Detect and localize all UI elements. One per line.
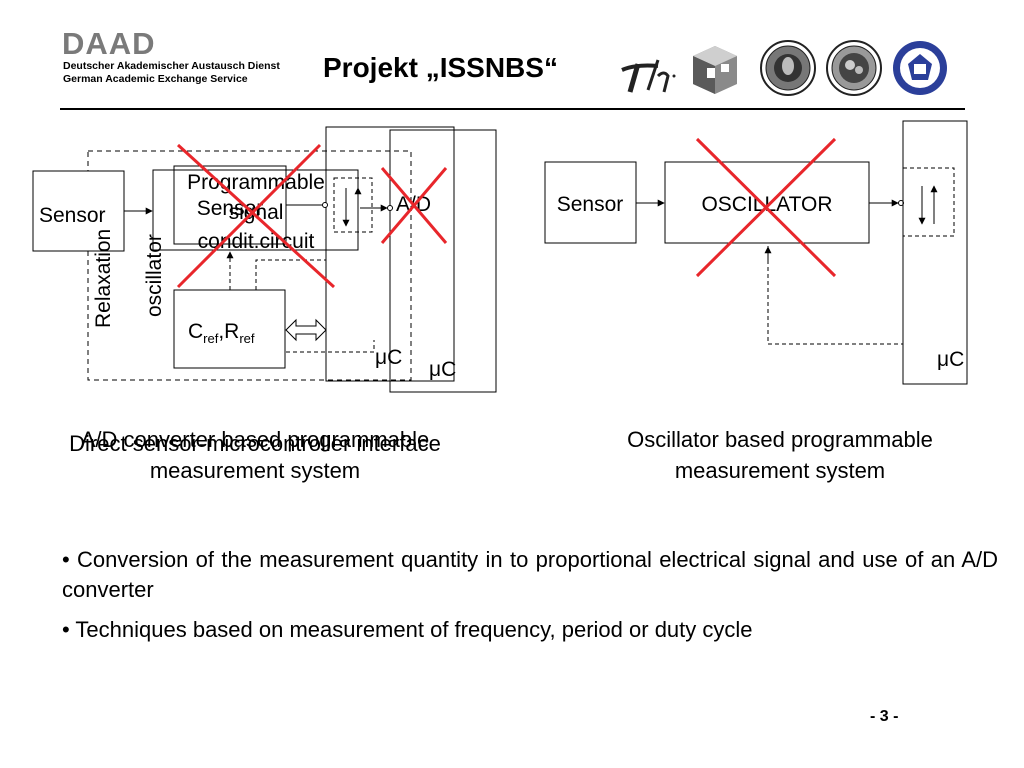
microcontroller-box-b	[389, 129, 497, 393]
org-name-german: Deutscher Akademischer Austausch Dienst	[63, 60, 280, 72]
oscillator-label: oscillator	[143, 234, 166, 317]
right-diagram: Sensor OSCILLATOR μC	[544, 120, 968, 385]
cref-rref-label: Cref,Rref	[188, 320, 255, 346]
university-nis-seal-icon	[826, 40, 882, 96]
input-pin-box-right	[902, 167, 955, 237]
microcontroller-label-a: μC	[375, 346, 402, 369]
bullet-item-1: • Conversion of the measurement quantity…	[62, 547, 998, 602]
microcontroller-label-b: μC	[429, 358, 456, 381]
cross-line-2	[176, 143, 322, 289]
org-name-english: German Academic Exchange Service	[63, 73, 248, 85]
diagrams: Sensor Relaxation oscillator Programmabl…	[32, 120, 968, 393]
caption-left-overlap: Direct sensor-microcontroller interface	[69, 431, 441, 456]
cube-logo-icon	[693, 46, 737, 94]
page-title: Projekt „ISSNBS“	[323, 52, 558, 83]
caption-right-line2: measurement system	[674, 458, 886, 483]
input-pin-box-left	[333, 177, 373, 233]
left-diagram: Sensor Relaxation oscillator Programmabl…	[32, 126, 497, 393]
caption-left-line2: measurement system	[149, 458, 361, 483]
daad-logo: DAAD	[62, 26, 156, 61]
tu-logo-icon	[621, 59, 676, 93]
microcontroller-box-right	[902, 120, 968, 385]
university-seal-icon	[760, 40, 816, 96]
sensor-label-b: Sensor	[197, 197, 264, 220]
programmable-label: Programmable	[187, 171, 325, 194]
sensor-label-right: Sensor	[557, 193, 624, 216]
cross-line-1	[176, 143, 336, 289]
relaxation-oscillator-boundary	[87, 150, 412, 381]
condit-circuit-label: condit.circuit	[198, 230, 315, 253]
caption-right-line1: Oscillator based programmable	[627, 427, 933, 452]
microcontroller-label-right: μC	[937, 348, 964, 371]
caption-left-line1: A/D converter based programmable	[80, 427, 430, 452]
relaxation-label: Relaxation	[92, 229, 115, 328]
cref-rref-box	[173, 289, 286, 369]
cross-line-4	[380, 167, 448, 244]
sensor-label-a: Sensor	[39, 204, 106, 227]
page-number: - 3 -	[870, 708, 899, 725]
signal-label: signal	[229, 201, 284, 224]
partner-logos	[621, 40, 947, 96]
bullet-item-2: • Techniques based on measurement of fre…	[62, 617, 753, 642]
cross-line-6	[695, 137, 837, 278]
header-divider	[60, 108, 965, 110]
university-banja-luka-seal-icon	[893, 41, 947, 95]
